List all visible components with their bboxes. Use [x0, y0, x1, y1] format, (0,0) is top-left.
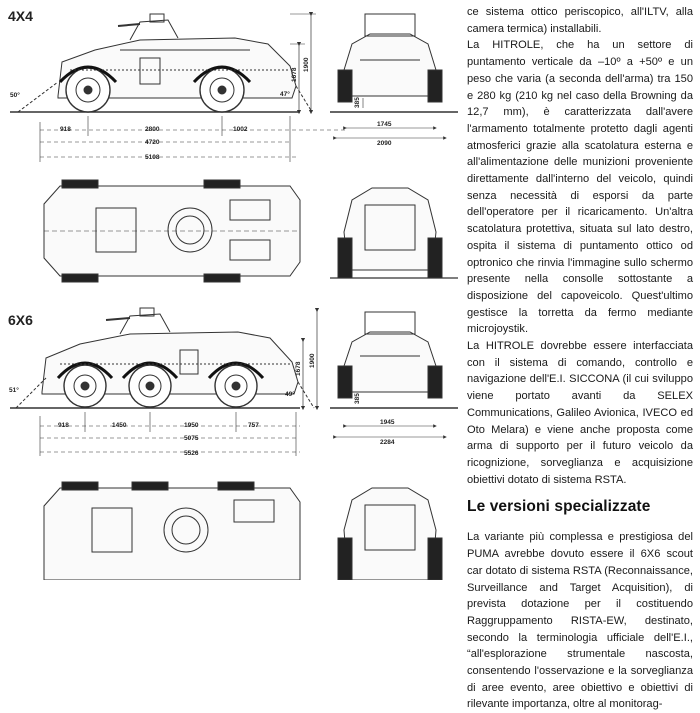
- dim-6x6-angle-front: 51°: [9, 386, 19, 394]
- dim-4x4-ground: 385: [354, 97, 361, 108]
- drawing-6x6-front: [330, 311, 458, 439]
- dim-6x6-hull-length: 5075: [184, 435, 199, 442]
- article-paragraph: ce sistema ottico periscopico, all'ILTV,…: [467, 6, 693, 35]
- drawing-4x4-front: [330, 13, 458, 140]
- dim-4x4-total-length: 5108: [145, 154, 160, 161]
- dim-6x6-height-total: 1900: [309, 353, 316, 368]
- dim-4x4-track: 1745: [377, 121, 392, 128]
- dim-4x4-angle-front: 50°: [10, 91, 20, 99]
- section-label-4x4: 4X4: [8, 8, 33, 24]
- dim-4x4-height-total: 1900: [303, 57, 310, 72]
- article-paragraph: La variante più complessa e prestigiosa …: [467, 531, 693, 711]
- dim-6x6-total-width: 2284: [380, 439, 395, 446]
- article-paragraph: La HITROLE, che ha un settore di puntame…: [467, 39, 693, 336]
- technical-drawings: 50° 47° 1678 1900 918 2800 1002 4720 510…: [9, 11, 458, 580]
- drawing-6x6-side: [10, 307, 320, 456]
- section-label-6x6: 6X6: [8, 312, 33, 328]
- dim-6x6-angle-rear: 49°: [285, 390, 295, 398]
- dim-4x4-rear-overhang: 918: [60, 126, 71, 133]
- dim-4x4-height-hull: 1678: [291, 67, 298, 82]
- dim-6x6-total-length: 5526: [184, 450, 199, 457]
- dim-6x6-track: 1945: [380, 419, 395, 426]
- article-column: ce sistema ottico periscopico, all'ILTV,…: [467, 4, 693, 713]
- dim-6x6-height-hull: 1678: [295, 361, 302, 376]
- dim-6x6-axle-1: 1450: [112, 422, 127, 429]
- drawing-4x4-rear: [330, 187, 458, 279]
- section-heading: Le versioni specializzate: [467, 498, 651, 516]
- dim-6x6-ground: 385: [354, 393, 361, 404]
- dim-4x4-hull-length: 4720: [145, 139, 160, 146]
- dim-4x4-angle-rear: 47°: [280, 90, 290, 98]
- article-paragraph: La HITROLE dovrebbe essere interfacciata…: [467, 340, 693, 486]
- dim-6x6-front-overhang: 757: [248, 422, 259, 429]
- drawing-4x4-side: [10, 11, 345, 162]
- drawing-4x4-top: [43, 179, 301, 283]
- dim-4x4-front-overhang: 1002: [233, 126, 248, 133]
- dim-6x6-rear-overhang: 918: [58, 422, 69, 429]
- drawing-6x6-rear: [337, 487, 443, 580]
- dim-4x4-wheelbase: 2800: [145, 126, 160, 133]
- dim-6x6-axle-2: 1950: [184, 422, 199, 429]
- dim-4x4-total-width: 2090: [377, 140, 392, 147]
- drawing-6x6-top: [43, 481, 301, 580]
